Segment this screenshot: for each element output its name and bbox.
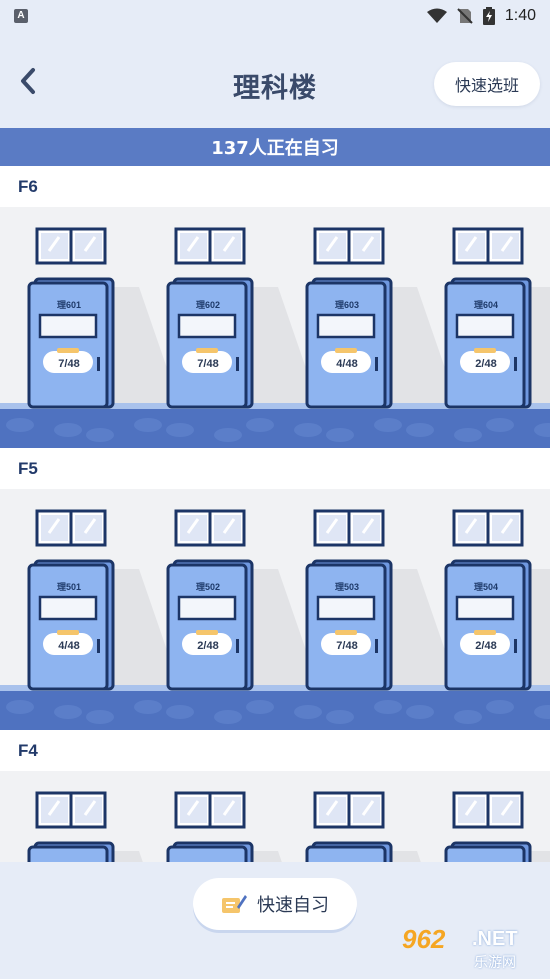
floor-scene (0, 771, 550, 866)
classroom-occupancy: 7/48 (197, 358, 219, 370)
floor-wall-background (0, 509, 550, 730)
classroom-door[interactable] (158, 771, 258, 866)
floor-label: F5 (0, 448, 550, 489)
classroom-name: 理503 (334, 582, 360, 592)
notebook-pen-icon (222, 895, 247, 913)
floor-wall-background (0, 227, 550, 448)
classroom-occupancy: 2/48 (475, 640, 497, 652)
watermark-net: .NET (472, 928, 518, 950)
floor-label: F6 (0, 166, 550, 207)
watermark-cn: 乐游网 (474, 955, 516, 971)
quick-class-button[interactable]: 快速选班 (434, 62, 540, 106)
floor-scene: 理601 7/48 理602 7/48 理603 4/48 理604 2/48 (0, 207, 550, 448)
classroom-door[interactable]: 理603 4/48 (297, 207, 397, 407)
classroom-name: 理504 (473, 582, 499, 592)
classroom-name: 理601 (56, 300, 82, 310)
classroom-door[interactable] (436, 771, 536, 866)
watermark-number: 962 (402, 924, 446, 954)
wifi-icon (426, 8, 447, 23)
classroom-occupancy: 4/48 (336, 358, 358, 370)
notification-app-icon: A (14, 9, 28, 23)
classroom-door[interactable] (19, 771, 119, 866)
floor-scene: 理501 4/48 理502 2/48 理503 7/48 理504 2/48 (0, 489, 550, 730)
classroom-name: 理501 (56, 582, 82, 592)
quick-study-button[interactable]: 快速自习 (193, 878, 357, 930)
classroom-occupancy: 7/48 (336, 640, 358, 652)
classroom-door[interactable]: 理503 7/48 (297, 489, 397, 689)
classroom-door[interactable] (297, 771, 397, 866)
classroom-door[interactable]: 理604 2/48 (436, 207, 536, 407)
header: 理科楼 快速选班 (0, 32, 550, 128)
floor-label: F4 (0, 730, 550, 771)
classroom-door[interactable]: 理501 4/48 (19, 489, 119, 689)
status-bar: A 1:40 (0, 0, 550, 32)
classroom-door[interactable]: 理602 7/48 (158, 207, 258, 407)
status-time: 1:40 (504, 7, 536, 24)
classroom-door[interactable]: 理601 7/48 (19, 207, 119, 407)
classroom-occupancy: 2/48 (197, 640, 219, 652)
classroom-occupancy: 7/48 (58, 358, 80, 370)
classroom-occupancy: 2/48 (475, 358, 497, 370)
quick-study-label: 快速自习 (257, 895, 329, 916)
classroom-name: 理604 (473, 300, 499, 310)
page-title: 理科楼 (233, 73, 317, 104)
no-sim-icon (457, 8, 473, 24)
classroom-occupancy: 4/48 (58, 640, 80, 652)
status-icons: 1:40 (426, 7, 536, 25)
classroom-name: 理502 (195, 582, 221, 592)
battery-charging-icon (482, 7, 495, 25)
classroom-name: 理603 (334, 300, 360, 310)
studying-count-banner: 137人正在自习 (0, 128, 550, 166)
back-chevron-icon[interactable] (14, 66, 44, 96)
classroom-door[interactable]: 理502 2/48 (158, 489, 258, 689)
watermark-logo: 962 .NET 乐游网 (402, 924, 542, 974)
classroom-door[interactable]: 理504 2/48 (436, 489, 536, 689)
classroom-name: 理602 (195, 300, 221, 310)
